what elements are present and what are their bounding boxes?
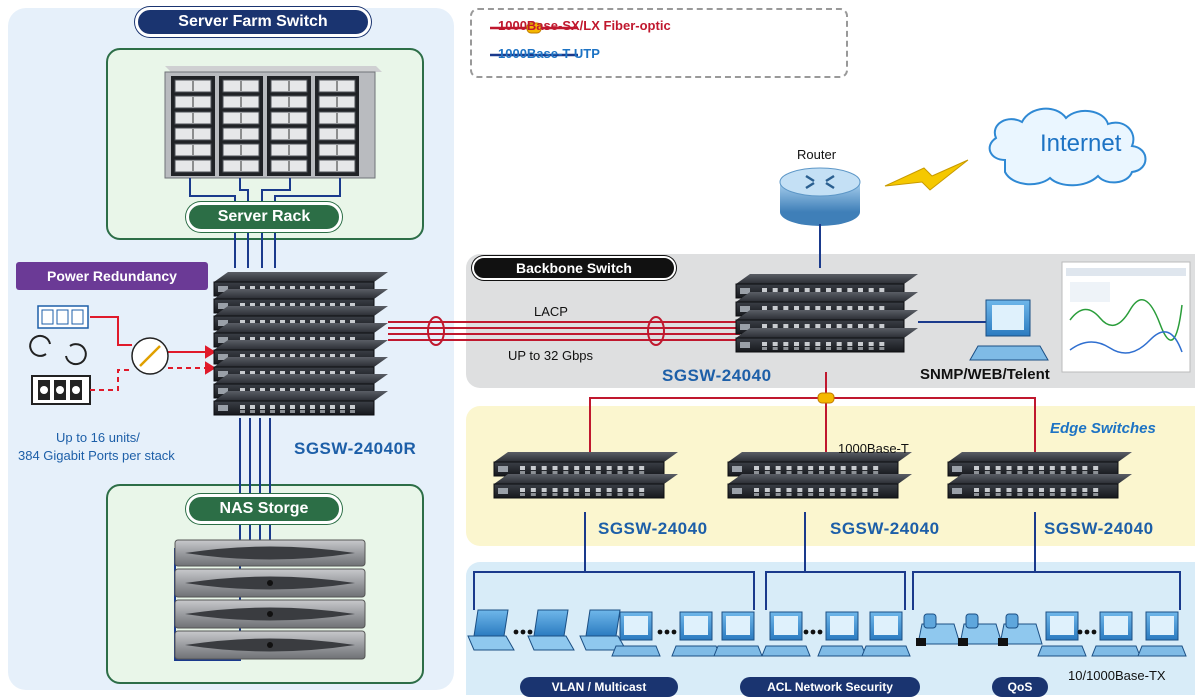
- edge-switch-unit: [727, 452, 912, 477]
- internet-cloud: [988, 107, 1147, 187]
- backbone-title: Backbone Switch: [472, 256, 676, 280]
- ellipsis-dot: [817, 629, 823, 635]
- access-label: 10/1000Base-TX: [1068, 668, 1166, 683]
- edge-model-label-2: SGSW-24040: [830, 519, 940, 538]
- edge-switch-unit: [947, 452, 1132, 477]
- desktop-pc-icon: [1037, 611, 1087, 657]
- power-redundancy-lines: [90, 316, 216, 391]
- legend-fiber-label: 1000Base-SX/LX Fiber-optic: [498, 18, 671, 33]
- desktop-pc-icon: [817, 611, 867, 657]
- ip-phone-icon: [916, 613, 961, 646]
- desktop-pc-icon: [1091, 611, 1141, 657]
- ellipsis-dot: [671, 629, 677, 635]
- lacp-speed-label: UP to 32 Gbps: [508, 348, 594, 363]
- router-icon: [779, 167, 861, 226]
- ellipsis-dot: [527, 629, 533, 635]
- ellipsis-dot: [513, 629, 519, 635]
- rack-detail: [174, 79, 356, 173]
- edge-switch-unit: [493, 452, 678, 477]
- edge-model-label-3: SGSW-24040: [1044, 519, 1154, 538]
- ip-phone-icon: [958, 613, 1003, 646]
- desktop-pc-icon: [1137, 611, 1187, 657]
- ellipsis-dot: [810, 629, 816, 635]
- access-cables: [473, 512, 1181, 610]
- ellipsis-dot: [657, 629, 663, 635]
- ellipsis-dot: [520, 629, 526, 635]
- stack-model-label: SGSW-24040R: [294, 439, 417, 458]
- laptop-icon: [527, 609, 575, 651]
- desktop-pc-icon: [861, 611, 911, 657]
- tag-vlan-multicast: VLAN / Multicast: [520, 677, 678, 697]
- management-screenshot: [1061, 261, 1191, 373]
- power-switch-dial: [131, 337, 169, 375]
- laptop-icon: [579, 609, 627, 651]
- server-rack-label: Server Rack: [186, 202, 342, 232]
- fiber-module-icon: [817, 392, 835, 404]
- server-farm-title: Server Farm Switch: [135, 7, 371, 37]
- legend-fiber-line: [490, 22, 578, 34]
- mgmt-label: SNMP/WEB/Telent: [920, 366, 1050, 383]
- ip-phone-icon: [998, 613, 1043, 646]
- edge-model-label-1: SGSW-24040: [598, 519, 708, 538]
- stack-note-line1: Up to 16 units/: [56, 430, 140, 445]
- lacp-label: LACP: [534, 304, 568, 319]
- backbone-switch-unit: [735, 328, 918, 353]
- desktop-pc-icon: [713, 611, 763, 657]
- edge-title: Edge Switches: [1050, 420, 1156, 437]
- ellipsis-dot: [1084, 629, 1090, 635]
- power-supply-icons: [29, 305, 91, 405]
- legend-utp-label: 1000Base-T UTP: [498, 46, 600, 61]
- stack-note-line2: 384 Gigabit Ports per stack: [18, 448, 175, 463]
- power-redundancy-label: Power Redundancy: [16, 262, 208, 290]
- laptop-icon: [467, 609, 515, 651]
- tag-qos: QoS: [992, 677, 1048, 697]
- lacp-fiber-links: [388, 316, 740, 346]
- desktop-pc-icon: [671, 611, 721, 657]
- stack-switch-unit: [213, 391, 388, 416]
- internet-label: Internet: [1040, 130, 1122, 157]
- legend: [470, 8, 848, 78]
- management-pc-icon: [969, 299, 1049, 361]
- edge-fiber-links: [589, 372, 1036, 462]
- wan-lightning: [884, 159, 969, 191]
- desktop-pc-icon: [611, 611, 661, 657]
- nas-storage-label: NAS Storge: [186, 494, 342, 524]
- edge-switch-unit: [727, 474, 912, 499]
- ellipsis-dot: [1077, 629, 1083, 635]
- edge-uplink-label: 1000Base-T: [838, 441, 909, 456]
- tag-acl-security: ACL Network Security: [740, 677, 920, 697]
- edge-switch-unit: [947, 474, 1132, 499]
- nas-storage: [174, 539, 366, 660]
- desktop-pc-icon: [761, 611, 811, 657]
- ellipsis-dot: [1091, 629, 1097, 635]
- edge-switch-unit: [493, 474, 678, 499]
- router-label: Router: [797, 147, 837, 162]
- ellipsis-dot: [664, 629, 670, 635]
- backbone-model-label: SGSW-24040: [662, 366, 772, 385]
- ellipsis-dot: [803, 629, 809, 635]
